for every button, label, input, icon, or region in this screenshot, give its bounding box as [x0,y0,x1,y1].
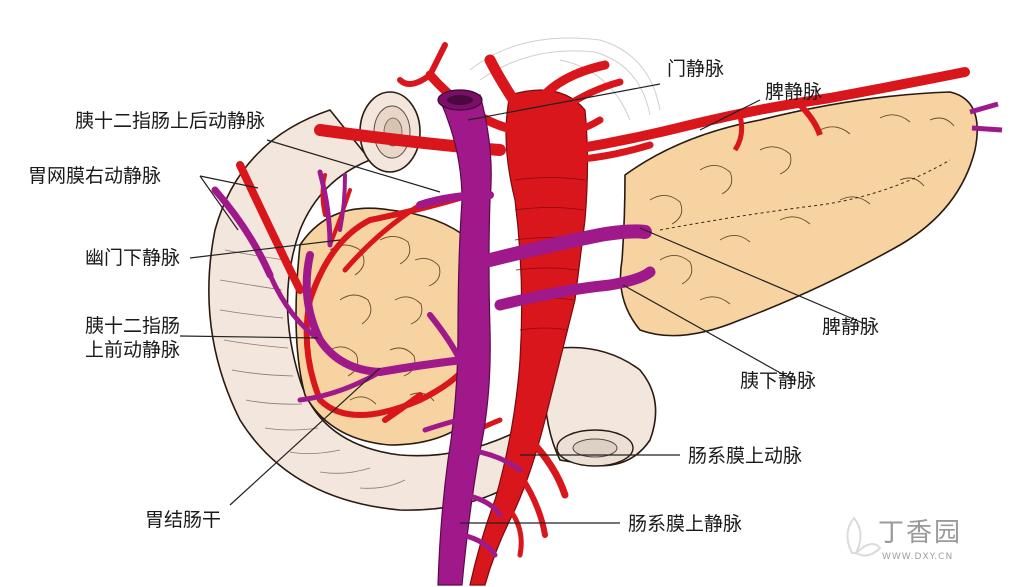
label-ant-sup-pd-line2: 上前动静脉 [84,339,180,361]
watermark-brand: 丁香园 [878,518,963,548]
head-veins [211,169,494,433]
smv-tributaries [459,447,523,558]
leader-lines [179,83,866,524]
label-gastrocolic-trunk: 胃结肠干 [145,509,222,531]
label-post-sup-pd-vessels: 胰十二指肠上后动静脉 [75,110,266,132]
label-splenic-vein-lower: 脾静脉 [822,316,880,338]
label-inferior-pancreatic-vein: 胰下静脉 [740,370,817,392]
watermark-url: WWW.DXY.CN [882,552,954,562]
label-infrapyloric-vein: 幽门下静脉 [85,247,181,269]
dxy-logo-icon [846,516,882,557]
stomach-sketch [469,37,661,121]
label-smv: 肠系膜上静脉 [628,513,743,535]
label-ant-sup-pd-line1: 胰十二指肠 [84,315,180,337]
aorta-sma [469,89,589,586]
splenic-vein [483,224,652,267]
pancreas-body-lobules [649,114,955,305]
label-portal-vein: 门静脉 [667,58,725,80]
inferior-pancreatic-vein [494,266,656,311]
label-right-gastroepiploic: 胃网膜右动静脉 [28,165,162,187]
label-sma: 肠系膜上动脉 [688,445,803,467]
spleen-hilum-veins [969,101,1003,133]
label-splenic-vein-upper: 脾静脉 [765,81,823,103]
pancreas-body-tail [619,91,979,337]
splenic-artery [565,67,970,155]
duodenum-folds [219,249,406,489]
label-ant-sup-pd-vessels: 胰十二指肠 上前动静脉 [60,314,180,362]
pancreas-head [295,207,471,446]
portal-smv [437,94,492,586]
